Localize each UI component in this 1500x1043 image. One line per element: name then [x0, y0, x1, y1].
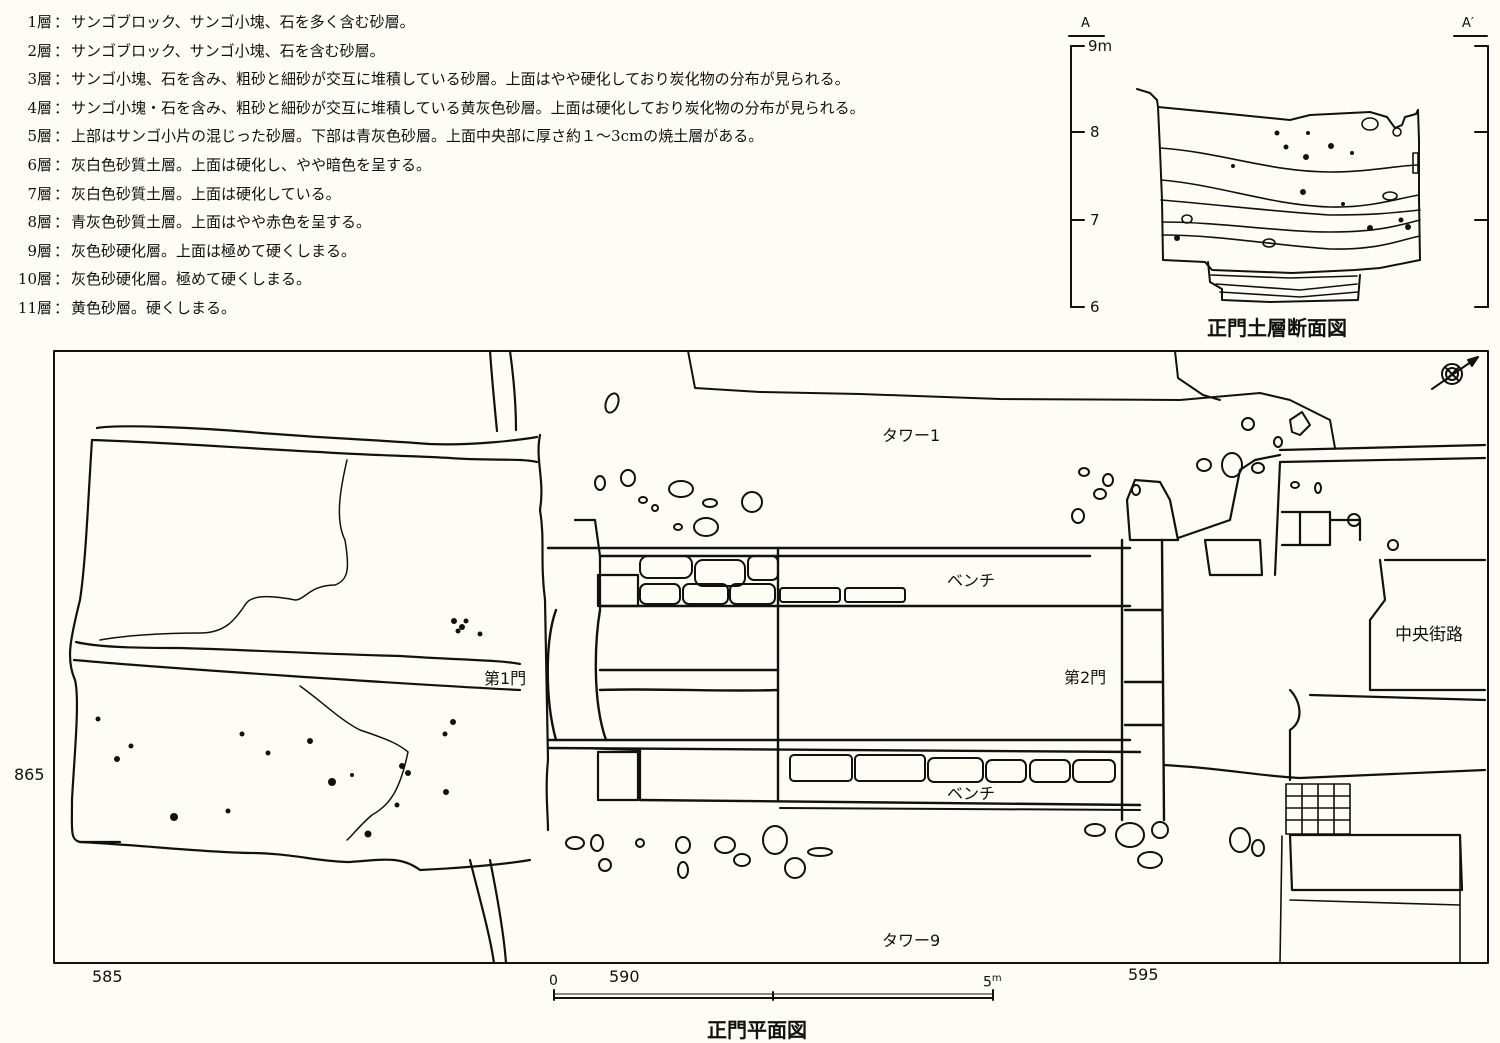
layer-separator: ：: [54, 270, 70, 289]
section-layer-boundaries: [1159, 147, 1421, 298]
label-tower-1: タワー1: [882, 426, 941, 445]
layer-number: 10層: [17, 270, 52, 289]
layer-number: 9層: [27, 241, 52, 260]
layer-separator: ：: [54, 41, 70, 60]
legend-row: 1層：サンゴブロック、サンゴ小塊、石を多く含む砂層。: [14, 8, 1074, 37]
legend-row: 9層：灰色砂硬化層。上面は極めて硬くしまる。: [14, 237, 1074, 266]
layer-number: 11層: [17, 298, 52, 317]
outer-plaza-inclusions: [95, 618, 483, 838]
grid-x-595: 595: [1128, 965, 1159, 984]
legend-row: 11層：黄色砂層。硬くしまる。: [14, 294, 1074, 323]
layer-number: 3層: [27, 70, 52, 89]
scale-bar-end-value: 5: [983, 974, 992, 991]
layer-number: 7層: [27, 184, 52, 203]
section-title: 正門土層断面図: [1207, 316, 1347, 340]
section-marker-a: A: [1081, 16, 1090, 31]
layer-separator: ：: [54, 213, 70, 232]
layer-description: サンゴ小塊、石を含み、粗砂と細砂が交互に堆積している砂層。上面はやや硬化しており…: [71, 70, 850, 89]
section-inclusions: [1174, 130, 1411, 241]
section-marker-a-prime: A′: [1462, 16, 1474, 31]
legend-row: 7層：灰白色砂質土層。上面は硬化している。: [14, 180, 1074, 209]
layer-separator: ：: [54, 70, 70, 89]
plan-frame: [53, 350, 1489, 964]
layer-legend: 1層：サンゴブロック、サンゴ小塊、石を多く含む砂層。2層：サンゴブロック、サンゴ…: [14, 8, 1074, 323]
label-bench-south: ベンチ: [947, 784, 996, 803]
layer-number: 8層: [27, 213, 52, 232]
soil-section-diagram: [1068, 35, 1489, 308]
layer-separator: ：: [54, 155, 70, 174]
masonry-block: [1285, 783, 1351, 835]
layer-number: 4層: [27, 98, 52, 117]
elevation-scale-right: [1453, 35, 1489, 308]
layer-description: 灰白色砂質土層。上面は硬化している。: [71, 184, 341, 203]
layer-description: サンゴブロック、サンゴ小塊、石を多く含む砂層。: [71, 13, 415, 31]
label-gate-2: 第2門: [1064, 668, 1107, 687]
elevation-tick-7: 7: [1090, 211, 1100, 229]
elevation-scale-left: [1068, 35, 1105, 308]
section-profile: [1136, 88, 1421, 303]
label-central-street: 中央街路: [1395, 625, 1463, 645]
grid-x-585: 585: [92, 967, 123, 986]
layer-separator: ：: [54, 127, 70, 146]
gate-2-structures: [1125, 443, 1487, 892]
label-tower-9: タワー9: [882, 931, 941, 950]
section-stones: [1181, 117, 1419, 248]
outer-plaza-boundaries: [99, 459, 409, 841]
label-bench-north: ベンチ: [947, 571, 996, 590]
outer-plaza-area: [68, 349, 539, 965]
layer-description: サンゴ小塊・石を含み、粗砂と細砂が交互に堆積している黄灰色砂層。上面は硬化してお…: [71, 98, 865, 117]
elevation-tick-6: 6: [1090, 298, 1100, 316]
layer-description: 黄色砂層。硬くしまる。: [71, 298, 237, 317]
tower-1-outline: [687, 350, 1336, 449]
legend-row: 6層：灰白色砂質土層。上面は硬化し、やや暗色を呈する。: [14, 151, 1074, 180]
gate-1-jambs: [537, 433, 642, 832]
layer-number: 1層: [27, 13, 52, 31]
bench-north-stones: [639, 555, 906, 605]
scale-bar-start: 0: [549, 973, 558, 989]
legend-row: 8層：青灰色砂質土層。上面はやや赤色を呈する。: [14, 208, 1074, 237]
layer-separator: ：: [54, 98, 70, 117]
layer-separator: ：: [54, 241, 70, 260]
legend-row: 3層：サンゴ小塊、石を含み、粗砂と細砂が交互に堆積している砂層。上面はやや硬化し…: [14, 65, 1074, 94]
layer-separator: ：: [54, 184, 70, 203]
label-gate-1: 第1門: [484, 669, 527, 688]
tower-9-outline: [1279, 835, 1461, 964]
scale-bar-unit: m: [991, 973, 1002, 984]
layer-description: 青灰色砂質土層。上面はやや赤色を呈する。: [71, 213, 372, 232]
layer-separator: ：: [54, 13, 70, 31]
legend-row: 4層：サンゴ小塊・石を含み、粗砂と細砂が交互に堆積している黄灰色砂層。上面は硬化…: [14, 94, 1074, 123]
layer-description: 灰色砂硬化層。上面は極めて硬くしまる。: [71, 241, 357, 260]
grid-x-590: 590: [609, 967, 640, 986]
layer-description: 上部はサンゴ小片の混じった砂層。下部は青灰色砂層。上面中央部に厚さ約１～3cmの…: [71, 127, 764, 146]
elevation-tick-8: 8: [1090, 123, 1100, 141]
layer-description: サンゴブロック、サンゴ小塊、石を含む砂層。: [71, 41, 385, 60]
layer-description: 灰白色砂質土層。上面は硬化し、やや暗色を呈する。: [71, 155, 432, 174]
legend-row: 5層：上部はサンゴ小片の混じった砂層。下部は青灰色砂層。上面中央部に厚さ約１～3…: [14, 122, 1074, 151]
scale-bar: [553, 989, 994, 1001]
elevation-tick-9m: 9m: [1088, 37, 1113, 55]
layer-separator: ：: [54, 298, 70, 317]
scale-bar-end: 5m: [983, 973, 1002, 991]
grid-y-865: 865: [14, 765, 45, 784]
scattered-stones: [565, 392, 1399, 879]
layer-number: 6層: [27, 155, 52, 174]
legend-row: 10層：灰色砂硬化層。極めて硬くしまる。: [14, 265, 1074, 294]
bench-south-stones: [779, 754, 1141, 811]
layer-number: 2層: [27, 41, 52, 60]
layer-number: 5層: [27, 127, 52, 146]
legend-row: 2層：サンゴブロック、サンゴ小塊、石を含む砂層。: [14, 37, 1074, 66]
plan-title: 正門平面図: [707, 1018, 807, 1042]
north-arrow-icon: [1431, 356, 1479, 390]
layer-description: 灰色砂硬化層。極めて硬くしまる。: [71, 270, 312, 289]
